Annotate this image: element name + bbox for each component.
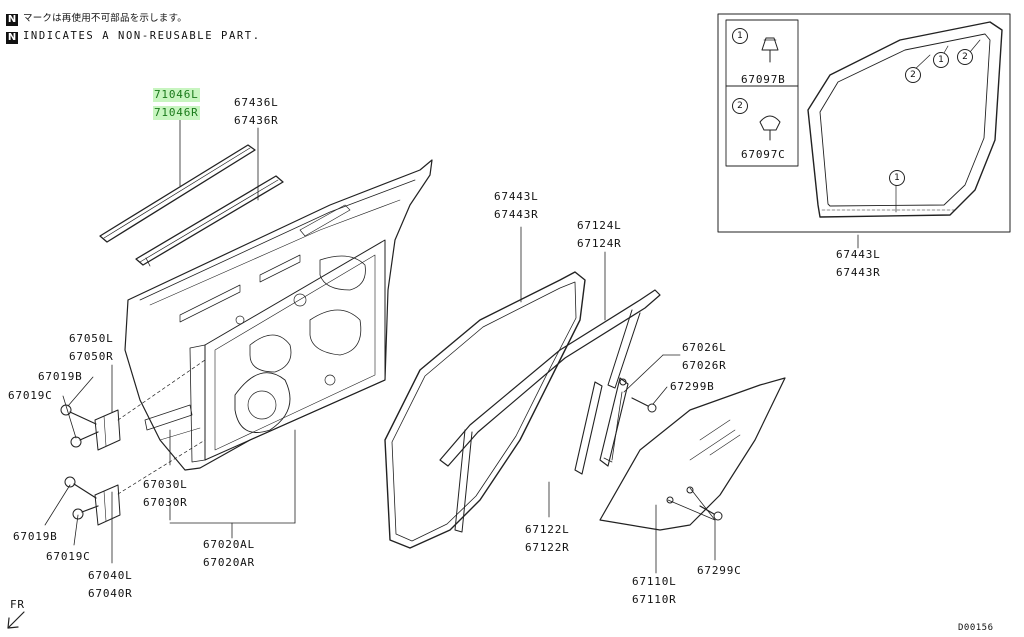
callout-1-top: 1 xyxy=(933,52,949,68)
part-label-67299c[interactable]: 67299C xyxy=(697,564,742,577)
part-label-67050r[interactable]: 67050R xyxy=(69,350,114,363)
part-label-67443r[interactable]: 67443R xyxy=(494,208,539,221)
part-label-67124r[interactable]: 67124R xyxy=(577,237,622,250)
callout-1-clip: 1 xyxy=(732,28,748,44)
door-glass-drawing xyxy=(599,377,786,531)
part-label-67026r[interactable]: 67026R xyxy=(682,359,727,372)
note-jp: N マークは再使用不可部品を示します。 xyxy=(6,10,187,26)
part-label-71046l[interactable]: 71046L xyxy=(153,88,200,102)
part-label-67050l[interactable]: 67050L xyxy=(69,332,114,345)
door-panel-drawing xyxy=(124,159,433,471)
callout-2-right: 2 xyxy=(957,49,973,65)
part-label-67030l[interactable]: 67030L xyxy=(143,478,188,491)
window-channel-drawing xyxy=(574,377,657,475)
hinge-lower-drawing xyxy=(64,439,206,526)
note-en: N INDICATES A NON-REUSABLE PART. xyxy=(6,30,261,44)
leader-lines xyxy=(44,119,859,574)
part-label-67097c[interactable]: 67097C xyxy=(741,148,786,161)
part-label-67026l[interactable]: 67026L xyxy=(682,341,727,354)
callout-2-left: 2 xyxy=(905,67,921,83)
part-label-67110r[interactable]: 67110R xyxy=(632,593,677,606)
part-label-67019c-upper[interactable]: 67019C xyxy=(8,389,53,402)
part-label-67040r[interactable]: 67040R xyxy=(88,587,133,600)
part-label-67020al[interactable]: 67020AL xyxy=(203,538,255,551)
part-label-67299b[interactable]: 67299B xyxy=(670,380,715,393)
front-direction-label: FR xyxy=(10,598,25,611)
non-reusable-badge-icon: N xyxy=(6,32,18,44)
front-arrow-icon xyxy=(7,611,25,629)
part-label-67030r[interactable]: 67030R xyxy=(143,496,188,509)
diagram-code: D00156 xyxy=(958,623,994,633)
part-label-67122r[interactable]: 67122R xyxy=(525,541,570,554)
part-label-67443l[interactable]: 67443L xyxy=(494,190,539,203)
part-label-67019c-lower[interactable]: 67019C xyxy=(46,550,91,563)
run-channel-drawing xyxy=(439,289,661,533)
part-label-67436r[interactable]: 67436R xyxy=(234,114,279,127)
part-label-67097b[interactable]: 67097B xyxy=(741,73,786,86)
hinge-upper-drawing xyxy=(60,359,206,451)
part-label-67040l[interactable]: 67040L xyxy=(88,569,133,582)
part-label-67124l[interactable]: 67124L xyxy=(577,219,622,232)
part-label-67019b-lower[interactable]: 67019B xyxy=(13,530,58,543)
note-jp-text: マークは再使用不可部品を示します。 xyxy=(23,13,187,24)
callout-2-clip: 2 xyxy=(732,98,748,114)
part-label-inset-67443l[interactable]: 67443L xyxy=(836,248,881,261)
part-label-67122l[interactable]: 67122L xyxy=(525,523,570,536)
part-label-67019b-upper[interactable]: 67019B xyxy=(38,370,83,383)
inset-frame xyxy=(717,13,1011,233)
note-en-text: INDICATES A NON-REUSABLE PART. xyxy=(23,30,261,42)
part-label-67020ar[interactable]: 67020AR xyxy=(203,556,255,569)
part-label-inset-67443r[interactable]: 67443R xyxy=(836,266,881,279)
part-label-67110l[interactable]: 67110L xyxy=(632,575,677,588)
belt-molding-drawing xyxy=(99,144,284,267)
weatherstrip-drawing xyxy=(384,271,586,549)
part-label-67436l[interactable]: 67436L xyxy=(234,96,279,109)
callout-1-bottom: 1 xyxy=(889,170,905,186)
part-label-71046r[interactable]: 71046R xyxy=(153,106,200,120)
non-reusable-badge-icon: N xyxy=(6,14,18,26)
